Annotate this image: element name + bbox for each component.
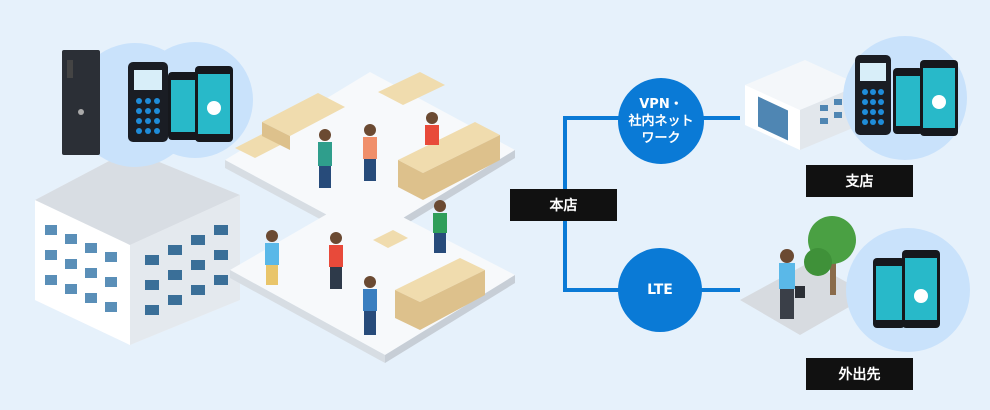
label-shiten: 支店 xyxy=(806,165,913,197)
branch-building-icon xyxy=(745,60,860,150)
lte-label: LTE xyxy=(647,281,673,298)
line-to-vpn xyxy=(563,116,625,205)
lte-node: LTE xyxy=(618,248,702,332)
hq-devices xyxy=(62,42,253,167)
person-icon xyxy=(265,230,279,285)
radio-terminal-icon xyxy=(128,62,168,142)
server-tower-icon xyxy=(62,50,100,155)
line-to-lte xyxy=(563,205,625,292)
branch-devices xyxy=(843,36,967,160)
person-icon xyxy=(318,129,332,188)
person-icon xyxy=(363,124,377,181)
vpn-label-line1: VPN・ xyxy=(639,96,683,112)
person-icon xyxy=(329,232,343,289)
office-floors-illustration xyxy=(225,72,515,363)
person-icon xyxy=(425,112,439,145)
tree-icon xyxy=(804,216,856,295)
smartphone-icon xyxy=(873,250,940,328)
radio-terminal-icon xyxy=(855,55,891,135)
smartphone-icon xyxy=(168,66,233,142)
person-icon xyxy=(363,276,377,335)
outside-scene xyxy=(740,216,970,352)
vpn-label-line2: 社内ネット xyxy=(628,113,694,129)
vpn-node: VPN・ 社内ネット ワーク xyxy=(618,78,704,164)
label-honten: 本店 xyxy=(510,189,617,221)
label-gaishutsusaki: 外出先 xyxy=(806,358,913,390)
smartphone-icon xyxy=(893,60,958,136)
vpn-label-line3: ワーク xyxy=(641,130,681,146)
person-icon xyxy=(433,200,447,253)
hq-building-icon xyxy=(35,150,240,345)
person-icon xyxy=(779,249,805,319)
connection-lines xyxy=(563,116,740,292)
